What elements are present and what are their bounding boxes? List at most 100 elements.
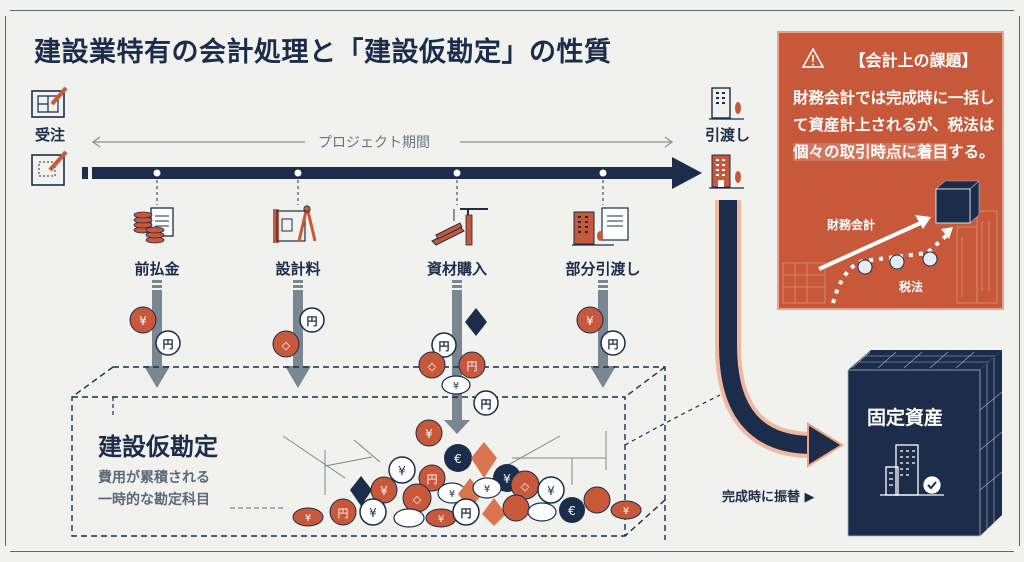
flow-arrow-1	[144, 280, 170, 388]
stage-label-partial-delivery: 部分引渡し	[565, 260, 641, 278]
frame-bottom-line	[10, 551, 1014, 552]
transfer-arrow	[715, 200, 844, 468]
svg-text:◇: ◇	[428, 360, 437, 373]
timeline-dashes	[156, 180, 604, 205]
svg-text:円: 円	[467, 360, 478, 373]
stage-label-material-purchase: 資材購入	[426, 260, 488, 278]
flow-arrow-2	[285, 280, 311, 388]
svg-text:€: €	[568, 504, 576, 518]
coin-en: 円	[473, 390, 499, 416]
crane-steel-icon	[431, 208, 488, 246]
svg-text:¥: ¥	[623, 506, 629, 517]
coin-other: ◇	[272, 330, 300, 358]
coin-other	[583, 486, 611, 514]
frame-left-line	[5, 16, 6, 546]
coin-en: 円	[418, 464, 446, 492]
svg-text:€: €	[454, 452, 462, 466]
coin-yen: ¥	[388, 456, 416, 484]
svg-text:¥: ¥	[453, 381, 459, 392]
stage-label-advance-payment: 前払金	[134, 260, 180, 278]
timeline-arrow	[82, 157, 702, 189]
blueprint-icon	[31, 86, 68, 118]
svg-text:¥: ¥	[425, 427, 433, 441]
fixed-asset-box	[847, 350, 1003, 537]
coin-yen: ¥	[537, 476, 565, 504]
svg-text:◇: ◇	[521, 480, 530, 493]
office-building-check-icon	[880, 444, 944, 496]
svg-text:円: 円	[608, 338, 619, 351]
crypto-icon	[471, 442, 497, 478]
coin-en: 円	[431, 332, 457, 358]
timeline-end-label: 引渡し	[705, 126, 751, 144]
callout-city-bg	[782, 210, 998, 304]
flow-arrow-3	[444, 280, 470, 434]
callout-body-part1: 財務会計では完成時に一括して資産計上されるが、税法は	[793, 89, 995, 134]
financial-accounting-arrow	[818, 215, 931, 271]
page-title: 建設業特有の会計処理と「建設仮勘定」の性質	[34, 37, 612, 68]
asset-cube-icon	[935, 180, 980, 224]
cip-title: 建設仮勘定	[98, 433, 218, 461]
building-orange-icon	[709, 154, 744, 189]
coin-euro: €	[559, 497, 585, 523]
coin-other	[502, 494, 530, 522]
building-icon	[709, 87, 744, 120]
project-period-label: プロジェクト期間	[318, 135, 430, 151]
svg-text:円: 円	[307, 315, 318, 328]
callout-title: 【会計上の課題】	[849, 51, 978, 70]
svg-text:¥: ¥	[586, 314, 594, 328]
coin-yen: ¥	[472, 477, 502, 499]
svg-text:¥: ¥	[547, 484, 555, 498]
svg-text:¥: ¥	[380, 484, 388, 498]
crypto-icon	[465, 308, 487, 336]
flow-arrow-4	[590, 280, 616, 388]
svg-text:¥: ¥	[438, 514, 444, 525]
svg-text:◇: ◇	[413, 493, 422, 506]
cip-desc-line-1: 費用が累積される	[98, 470, 210, 486]
coin-yen: ¥	[415, 419, 443, 447]
svg-text:¥: ¥	[503, 472, 511, 486]
coin-yen: ¥	[425, 508, 457, 528]
svg-text:¥: ¥	[139, 314, 147, 328]
frame-right-line	[1019, 16, 1020, 546]
accounting-issue-callout: 【会計上の課題】 財務会計では完成時に一括して資産計上されるが、税法は個々の取引…	[777, 31, 1004, 310]
stage-label-design-fee: 設計料	[275, 260, 321, 278]
callout-graphics	[777, 47, 998, 304]
coin-en: 円	[299, 307, 325, 333]
cip-desc-line-2: 一時的な勘定科目	[98, 492, 210, 508]
flow-arrows	[144, 280, 616, 434]
crypto-icon	[482, 498, 506, 526]
coin-yen: ¥	[359, 498, 387, 526]
coin-en: 円	[329, 498, 357, 526]
financial-accounting-label: 財務会計	[827, 218, 876, 232]
svg-text:¥: ¥	[484, 484, 490, 495]
coins-document-icon	[133, 207, 174, 244]
svg-text:¥: ¥	[449, 489, 455, 500]
construction-lines	[282, 431, 607, 495]
coin-en: 円	[155, 330, 181, 356]
svg-text:円: 円	[481, 398, 492, 411]
coin-yen: ¥	[441, 375, 471, 395]
frame-top-line	[10, 10, 1014, 11]
transfer-on-completion-label: 完成時に振替 ▶	[722, 490, 815, 505]
coin-yen: ¥	[292, 507, 324, 527]
svg-text:◇: ◇	[282, 339, 291, 352]
warning-icon	[801, 47, 825, 68]
timeline-nodes	[152, 168, 608, 178]
svg-text:円: 円	[163, 338, 174, 351]
svg-text:¥: ¥	[398, 464, 406, 478]
blueprint-compass-icon	[273, 205, 317, 243]
coin-yen: ¥	[129, 306, 157, 334]
coin-en: 円	[600, 330, 626, 356]
coin-other	[393, 508, 425, 528]
svg-text:¥: ¥	[369, 506, 377, 520]
coin-other: ◇	[418, 351, 446, 379]
crypto-icon	[350, 476, 372, 506]
timeline-start-label: 受注	[35, 126, 66, 144]
svg-text:円: 円	[338, 507, 349, 520]
cip-dashed-box	[71, 366, 666, 540]
coin-euro: €	[444, 444, 472, 472]
tax-law-label: 税法	[899, 280, 924, 294]
coin-yen: ¥	[610, 500, 642, 520]
callout-body-part2: する。	[948, 143, 995, 161]
